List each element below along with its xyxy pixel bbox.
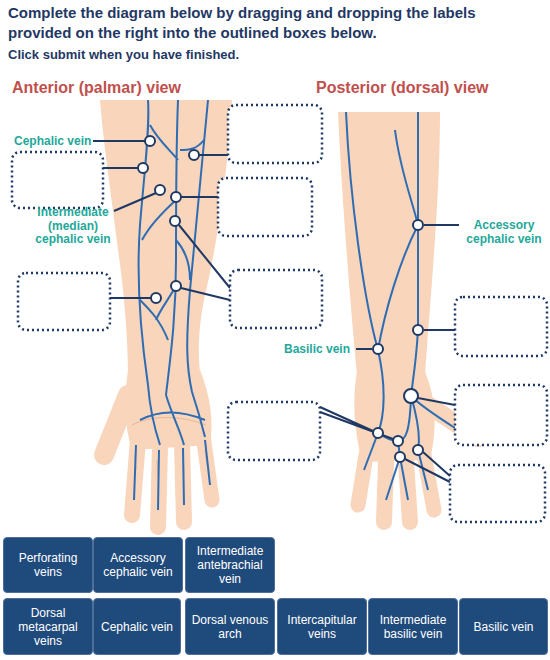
empty-drop-box — [230, 270, 322, 328]
marker-dot — [413, 445, 423, 455]
leader-line — [93, 141, 230, 300]
veins — [346, 112, 455, 500]
marker-dot — [170, 216, 180, 226]
empty-drop-box — [18, 273, 110, 330]
label-tile: Cephalic vein — [93, 598, 181, 655]
forearm-skin — [338, 112, 440, 375]
tile-text: Dorsal metacarpal veins — [4, 606, 92, 648]
view-heading: Anterior (palmar) view — [12, 78, 242, 97]
marker-dot — [393, 436, 403, 446]
empty-drop-box — [12, 152, 103, 208]
marker-dot — [404, 389, 418, 403]
vein-label: Cephalic vein — [14, 134, 94, 148]
label-tile: Perforating veins — [3, 537, 93, 593]
empty-drop-box — [228, 402, 320, 460]
label-tile: Intercapitular veins — [277, 598, 367, 655]
leader-lines — [93, 141, 459, 482]
tile-text: Intermediate antebrachial vein — [186, 544, 274, 586]
marker-dot — [155, 185, 165, 195]
label-tile: Basilic vein — [459, 598, 548, 655]
empty-drop-box — [455, 385, 547, 445]
tile-text: Basilic vein — [469, 620, 537, 634]
label-tile: Intermediate basilic vein — [368, 598, 458, 655]
marker-dot — [189, 150, 199, 160]
tile-text: Perforating veins — [4, 551, 92, 579]
thumb — [104, 395, 128, 455]
tile-text: Intermediate basilic vein — [369, 613, 457, 641]
label-tile: Dorsal metacarpal veins — [3, 598, 93, 655]
empty-drop-box — [455, 297, 547, 356]
anterior-arm — [100, 100, 232, 527]
tile-text: Accessory cephalic vein — [94, 551, 182, 579]
marker-dot — [171, 192, 181, 202]
label-tile: Accessory cephalic vein — [93, 537, 183, 593]
finger — [384, 462, 386, 522]
instruction-title: Complete the diagram below by dragging a… — [8, 3, 543, 43]
finger — [358, 455, 366, 505]
vein-label: Accessory cephalic vein — [462, 218, 546, 246]
tile-text: Dorsal venous arch — [186, 613, 274, 641]
marker-dot — [373, 344, 383, 354]
marker-dot — [373, 428, 383, 438]
marker-dot — [413, 220, 423, 230]
marker-dot — [171, 281, 181, 291]
veins — [134, 100, 210, 510]
empty-drop-box — [228, 105, 322, 163]
marker-dot — [145, 136, 155, 146]
vein-label: Basilic vein — [284, 342, 354, 356]
empty-drop-box — [218, 178, 312, 236]
tile-text: Intercapitular veins — [278, 613, 366, 641]
label-tile: Intermediate antebrachial vein — [185, 537, 275, 593]
instruction-note: Click submit when you have finished. — [8, 47, 408, 63]
empty-drop-box — [450, 465, 545, 522]
answer-boxes — [12, 105, 547, 522]
skin-creases — [132, 418, 207, 479]
tile-text: Cephalic vein — [97, 620, 177, 634]
view-heading: Posterior (dorsal) view — [316, 78, 546, 97]
marker-dot — [138, 163, 148, 173]
marker-dot — [413, 325, 423, 335]
vein-label: Intermediate (median) cephalic vein — [32, 206, 114, 247]
vein-markers — [138, 136, 423, 462]
marker-dot — [151, 293, 161, 303]
marker-dot — [395, 452, 405, 462]
label-tile: Dorsal venous arch — [185, 598, 275, 655]
